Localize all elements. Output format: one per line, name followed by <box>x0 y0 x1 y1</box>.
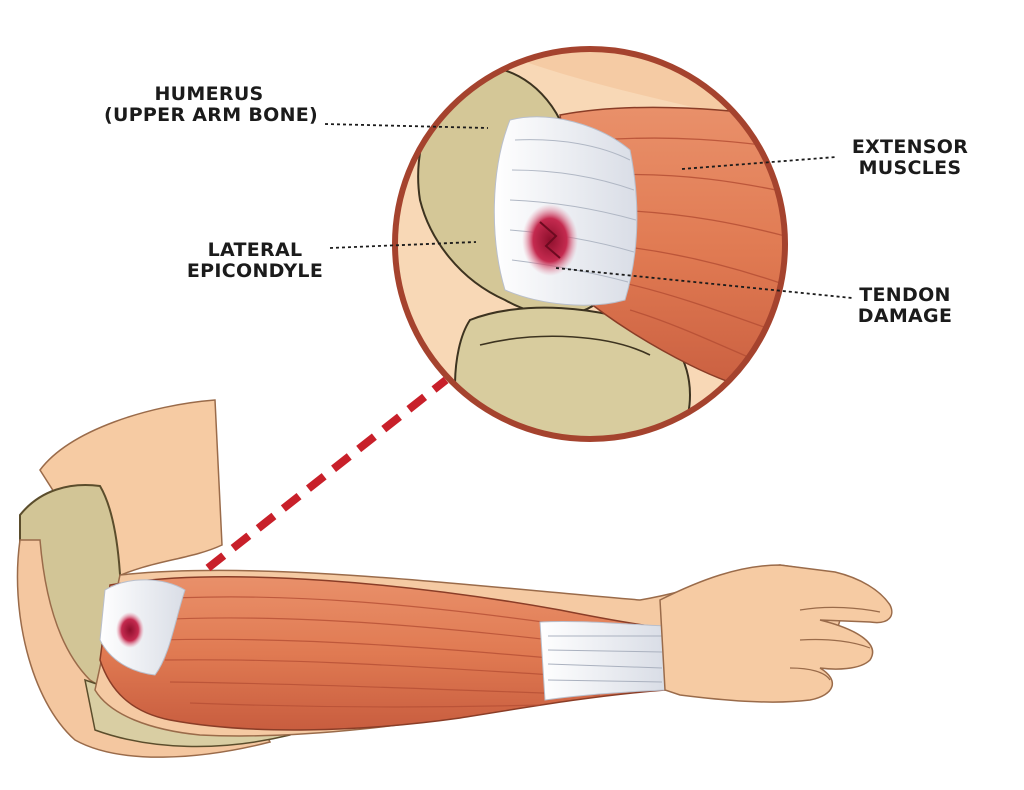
wrist-tendon-lines <box>547 635 663 683</box>
magnifier-border <box>392 46 788 442</box>
label-extensor-muscles-line2: MUSCLES <box>858 157 962 179</box>
label-extensor-muscles: EXTENSOR MUSCLES <box>842 137 978 179</box>
elbow-skin <box>16 539 272 758</box>
leader-tendon-damage <box>555 267 853 299</box>
magnifier-pointer <box>205 376 449 572</box>
label-lateral-epicondyle-line1: LATERAL <box>207 239 303 261</box>
label-lateral-epicondyle: LATERAL EPICONDYLE <box>180 240 330 282</box>
elbow-tendon-damage <box>116 612 144 648</box>
label-humerus-line2: (UPPER ARM BONE) <box>104 104 319 126</box>
label-tendon-damage: TENDON DAMAGE <box>852 285 958 327</box>
magnified-view <box>392 46 788 442</box>
leader-lateral-epicondyle <box>329 241 477 249</box>
hand <box>659 564 893 703</box>
label-humerus-line1: HUMERUS <box>154 83 264 105</box>
wrist-tendons <box>539 620 666 701</box>
tendon-damage-spot <box>522 204 578 276</box>
label-lateral-epicondyle-line2: EPICONDYLE <box>186 260 324 282</box>
label-tendon-damage-line2: DAMAGE <box>857 305 953 327</box>
forearm <box>16 399 893 758</box>
leader-extensor-muscles <box>681 156 837 170</box>
finger-lines <box>789 606 881 681</box>
label-tendon-damage-line1: TENDON <box>859 284 951 306</box>
label-humerus: HUMERUS (UPPER ARM BONE) <box>104 83 319 126</box>
leader-lines <box>324 123 853 299</box>
label-extensor-muscles-line1: EXTENSOR <box>851 136 969 158</box>
forearm-muscle <box>99 576 666 731</box>
